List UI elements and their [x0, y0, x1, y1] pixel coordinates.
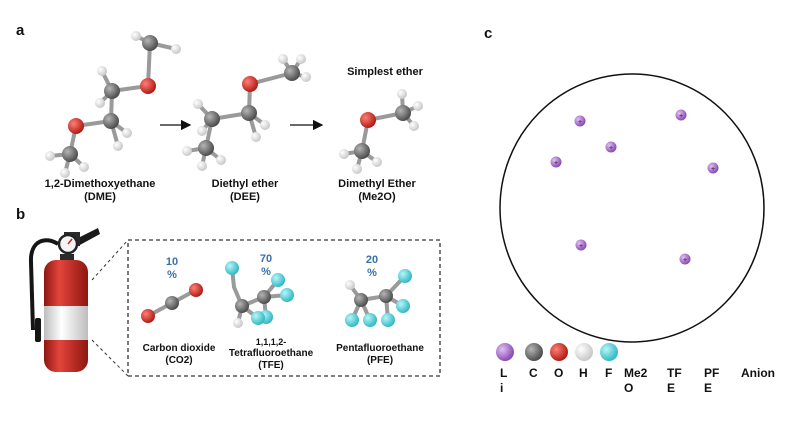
me2o-abbr: (Me2O)	[358, 191, 396, 203]
li-ion	[574, 115, 586, 127]
legend-pfe-line1: PF	[704, 366, 720, 380]
zoom-line-bottom	[91, 339, 129, 377]
li-ion	[575, 239, 587, 251]
dme-label: 1,2-Dimethoxyethane (DME)	[20, 178, 180, 204]
legend-me2o-line1: Me2	[624, 366, 648, 380]
legend-anion: Anion	[741, 366, 775, 380]
pfe-label: Pentafluoroethane (PFE)	[328, 343, 432, 367]
simplest-ether-note: Simplest ether	[347, 66, 423, 78]
tfe-label: 1,1,1,2- Tetrafluoroethane (TFE)	[222, 336, 320, 372]
pfe-percent: 20 %	[360, 254, 384, 280]
pfe-name: Pentafluoroethane	[336, 343, 424, 354]
co2-abbr: (CO2)	[165, 355, 193, 366]
svg-text:+: +	[609, 145, 613, 152]
tfe-name-prefix: 1,1,1,2-	[255, 337, 287, 347]
dee-name: Diethyl ether	[211, 178, 279, 190]
li-ion	[679, 253, 691, 265]
me2o-label: Dimethyl Ether (Me2O)	[322, 178, 432, 204]
li-ion-charge-marks: + + + + + + +	[554, 113, 715, 264]
co2-percent-value: 10	[165, 256, 179, 268]
tfe-percent: 70 %	[254, 253, 278, 279]
dee-label: Diethyl ether (DEE)	[190, 178, 300, 204]
svg-text:+: +	[554, 160, 558, 167]
legend-tfe: TF E	[667, 366, 682, 396]
svg-text:+: +	[578, 119, 582, 126]
pfe-atoms	[345, 269, 412, 327]
panel-label-a: a	[16, 22, 25, 39]
dee-abbr: (DEE)	[230, 191, 260, 203]
co2-percent-sign: %	[167, 269, 177, 281]
legend-c: C	[529, 366, 538, 380]
legend-tfe-line1: TF	[667, 366, 682, 380]
mixture-box	[127, 239, 441, 377]
dee-atoms	[182, 54, 311, 171]
legend-f: F	[605, 366, 613, 380]
li-ions	[550, 109, 719, 265]
tfe-abbr: (TFE)	[258, 360, 284, 371]
pfe-percent-value: 20	[365, 254, 379, 266]
co2-name: Carbon dioxide	[142, 343, 216, 354]
me2o-atoms	[339, 89, 423, 174]
panel-label-b: b	[16, 206, 26, 223]
me2o-molecule	[342, 92, 420, 171]
legend-li-sphere	[496, 343, 514, 361]
co2-molecule	[141, 283, 203, 323]
legend-o: O	[554, 366, 564, 380]
dme-abbr: (DME)	[84, 191, 116, 203]
dme-name: 1,2-Dimethoxyethane	[44, 178, 156, 190]
electrolyte-circle	[499, 73, 765, 343]
li-ion	[675, 109, 687, 121]
legend-pfe-line2: E	[704, 381, 713, 395]
svg-text:+: +	[679, 113, 683, 120]
legend-c-sphere	[525, 343, 543, 361]
legend-f-sphere	[600, 343, 618, 361]
legend-pfe: PF E	[704, 366, 719, 396]
legend-me2o: Me2 O	[624, 366, 647, 396]
legend-me2o-line2: O	[624, 381, 634, 395]
li-ion	[605, 141, 617, 153]
li-ion	[550, 156, 562, 168]
co2-label: Carbon dioxide (CO2)	[133, 343, 225, 367]
legend-li-line2: i	[500, 381, 504, 395]
legend-h: H	[579, 366, 588, 380]
li-ion	[707, 162, 719, 174]
tfe-percent-sign: %	[261, 266, 271, 278]
svg-text:+: +	[579, 243, 583, 250]
tfe-percent-value: 70	[259, 253, 273, 265]
tfe-name: Tetrafluoroethane	[228, 348, 314, 359]
co2-percent: 10 %	[160, 256, 184, 282]
legend-li: L i	[500, 366, 507, 396]
legend-o-sphere	[550, 343, 568, 361]
zoom-line-top	[91, 239, 129, 281]
legend-h-sphere	[575, 343, 593, 361]
dme-atoms	[45, 31, 181, 178]
legend-tfe-line2: E	[667, 381, 676, 395]
svg-text:+: +	[683, 257, 687, 264]
pfe-percent-sign: %	[367, 267, 377, 279]
panel-label-c: c	[484, 25, 493, 42]
legend-li-line1: L	[500, 366, 508, 380]
pfe-abbr: (PFE)	[366, 355, 394, 366]
me2o-name: Dimethyl Ether	[338, 178, 416, 190]
tfe-atoms	[225, 261, 294, 328]
svg-text:+: +	[711, 166, 715, 173]
fire-extinguisher-icon	[28, 228, 100, 372]
